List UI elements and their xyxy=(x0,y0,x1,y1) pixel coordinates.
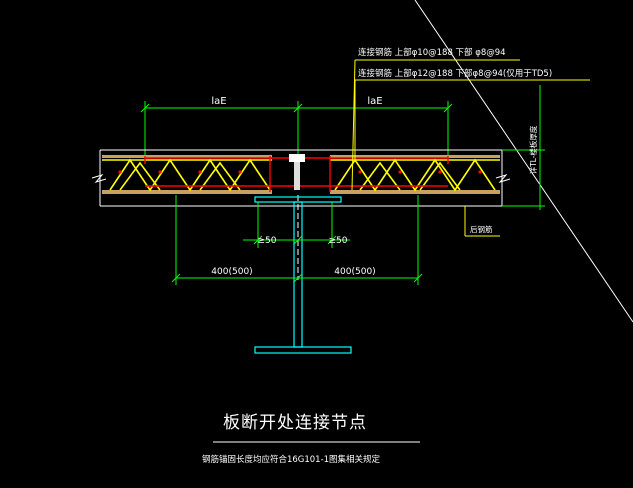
side-note-text: 后钢筋 xyxy=(470,224,493,234)
gap-dimensions xyxy=(243,202,350,248)
vertical-callout-text: 详TL-楼板厚度 xyxy=(528,125,538,174)
left-bottom-deck xyxy=(102,190,272,194)
left-gap-label: ≥50 xyxy=(258,236,277,246)
shear-stud-head xyxy=(289,154,305,162)
callout-leaders xyxy=(351,59,590,191)
rebar-dots xyxy=(118,170,482,174)
span-dimensions xyxy=(171,195,423,285)
right-span-label: 400(500) xyxy=(334,267,375,277)
diagonal-boundary-line xyxy=(414,0,633,323)
right-lae-label: laE xyxy=(367,96,382,107)
second-callout-text: 连接钢筋 上部φ12@188 下部φ8@94(仅用于TD5) xyxy=(358,68,552,79)
diagram-title: 板断开处连接节点 xyxy=(223,413,367,433)
right-gap-label: ≥50 xyxy=(329,236,348,246)
shear-stud xyxy=(294,162,300,190)
right-break-symbol xyxy=(495,174,511,183)
left-top-deck xyxy=(102,155,272,158)
left-span-label: 400(500) xyxy=(211,267,252,277)
top-callout-text: 连接钢筋 上部φ10@188 下部 φ8@94 xyxy=(358,47,506,58)
slab-outline xyxy=(99,149,503,207)
lae-dimension-group xyxy=(140,101,453,160)
left-break-symbol xyxy=(91,174,107,183)
right-bottom-deck xyxy=(330,190,500,194)
steel-beam xyxy=(254,196,352,354)
right-truss xyxy=(330,158,500,192)
right-top-deck xyxy=(330,155,500,158)
diagram-subtitle: 钢筋锚固长度均应符合16G101-1图集相关规定 xyxy=(202,454,381,465)
left-lae-label: laE xyxy=(211,96,226,107)
left-truss xyxy=(102,158,272,192)
thickness-callout xyxy=(502,85,545,210)
